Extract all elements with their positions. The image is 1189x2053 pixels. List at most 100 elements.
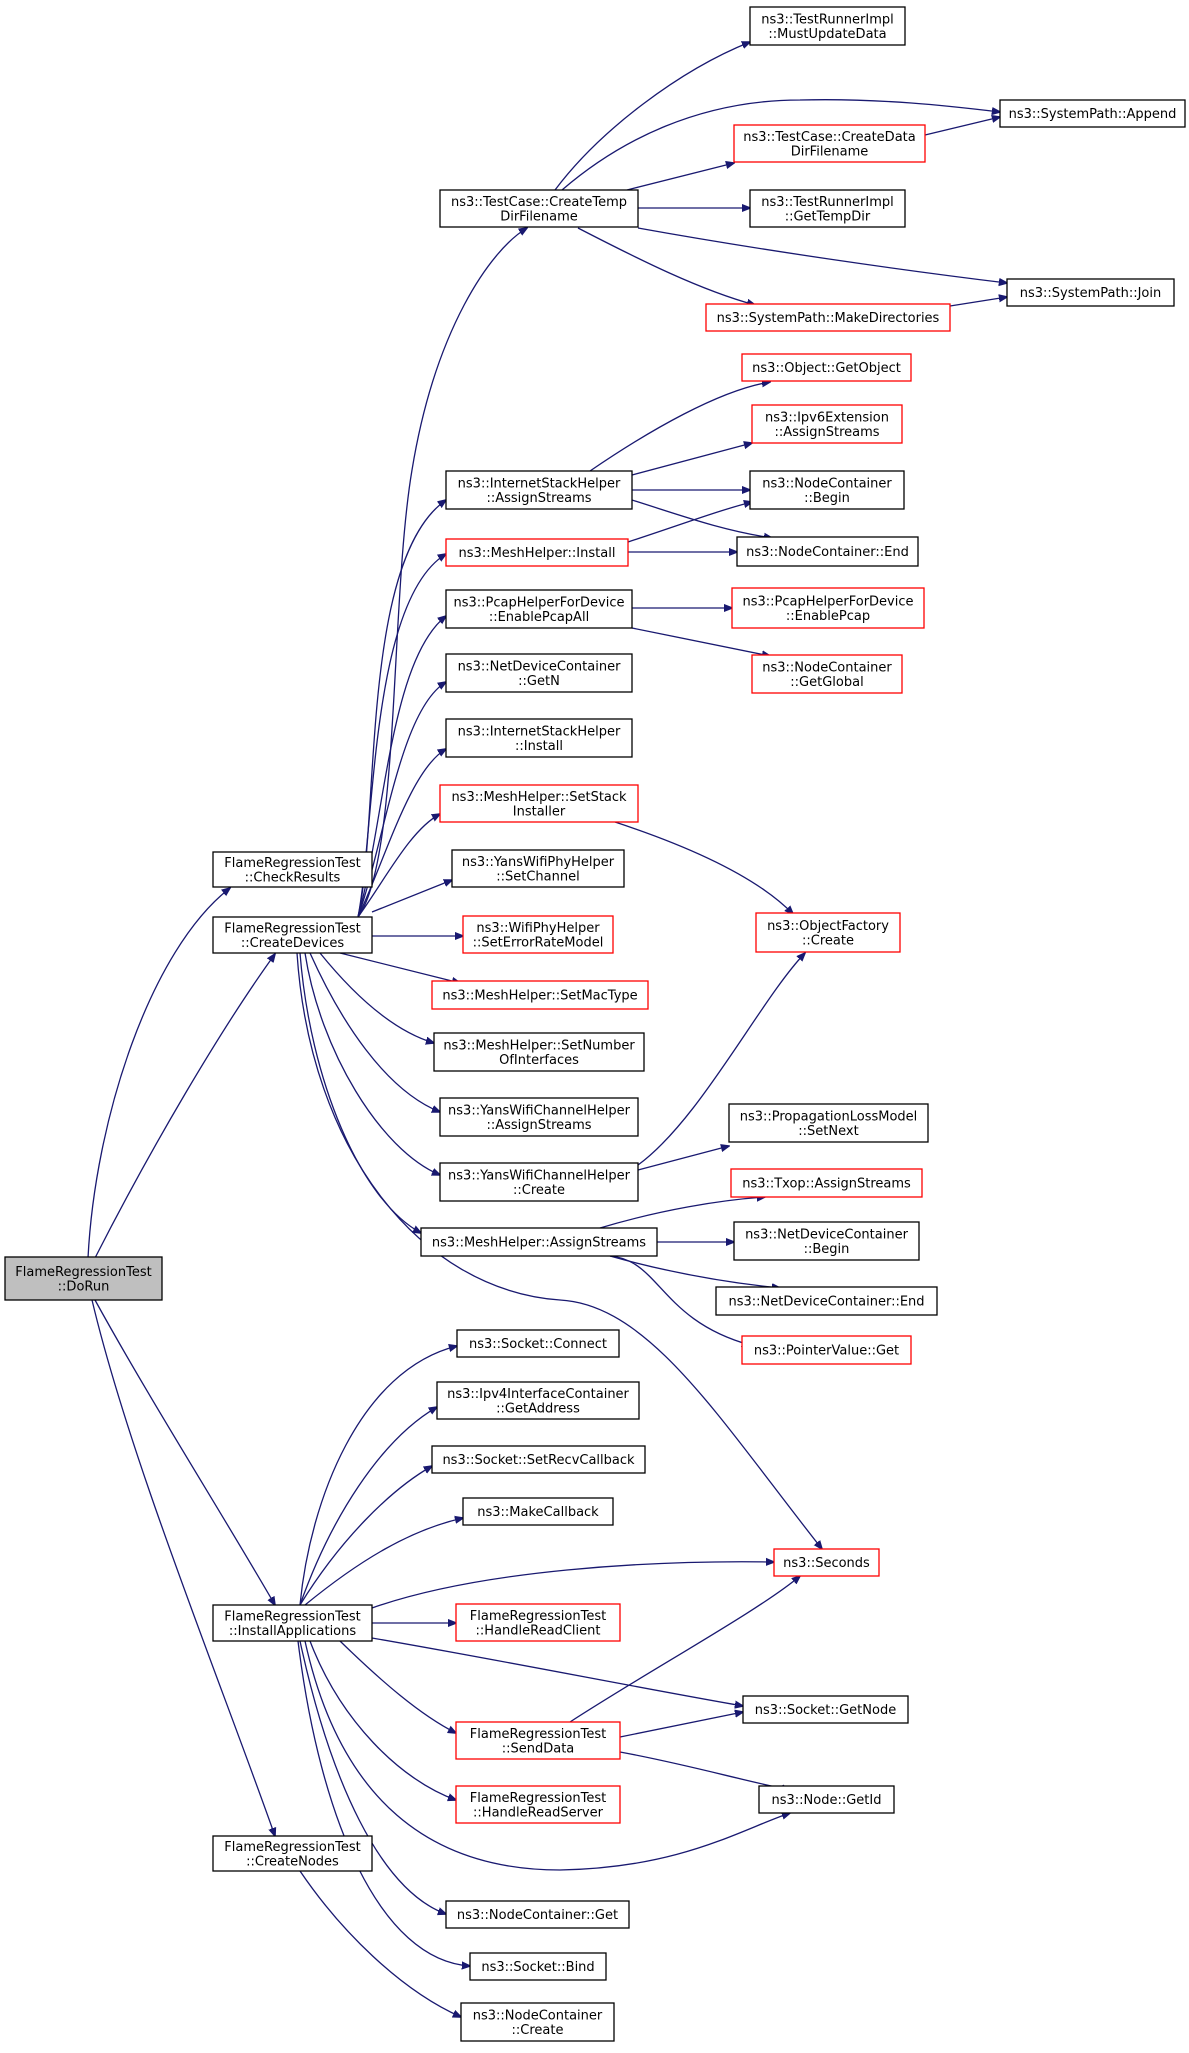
node-label-line: ns3::Txop::AssignStreams [742, 1177, 911, 1192]
node-node-get-id[interactable]: ns3::Node::GetId [758, 1785, 895, 1814]
node-enable-pcap-all[interactable]: ns3::PcapHelperForDevice::EnablePcapAll [445, 589, 633, 629]
edge-mesh-assign-to-pointer-value-get [609, 1255, 750, 1345]
node-pointer-value-get[interactable]: ns3::PointerValue::Get [741, 1335, 912, 1365]
node-nc-get[interactable]: ns3::NodeContainer::Get [445, 1900, 630, 1929]
edge-create-temp-dir-filename-to-system-path-append [561, 99, 1000, 191]
node-nc-begin[interactable]: ns3::NodeContainer::Begin [749, 470, 905, 510]
node-mesh-install[interactable]: ns3::MeshHelper::Install [445, 538, 629, 567]
node-label-line: ns3::Ipv4InterfaceContainer [447, 1387, 629, 1402]
edge-create-devices-to-internet-install [357, 749, 446, 918]
node-propagation-set-next[interactable]: ns3::PropagationLossModel::SetNext [728, 1103, 929, 1143]
edge-install-applications-to-ipv4-get-address [299, 1407, 437, 1606]
node-internet-install[interactable]: ns3::InternetStackHelper::Install [445, 718, 633, 758]
node-box [460, 2002, 615, 2042]
node-socket-bind[interactable]: ns3::Socket::Bind [469, 1952, 607, 1981]
node-socket-connect[interactable]: ns3::Socket::Connect [456, 1329, 620, 1358]
node-enable-pcap[interactable]: ns3::PcapHelperForDevice::EnablePcap [731, 587, 925, 629]
node-label-line: ::CreateNodes [246, 1854, 339, 1869]
node-internet-assign[interactable]: ns3::InternetStackHelper::AssignStreams [445, 470, 633, 510]
node-box [455, 1785, 621, 1824]
node-ndc-end[interactable]: ns3::NetDeviceContainer::End [715, 1286, 938, 1316]
node-make-directories[interactable]: ns3::SystemPath::MakeDirectories [705, 303, 951, 332]
node-ndc-begin[interactable]: ns3::NetDeviceContainer::Begin [733, 1221, 920, 1261]
nodes-layer: FlameRegressionTest::DoRunFlameRegressio… [4, 6, 1186, 2042]
node-box [715, 1286, 938, 1316]
node-nc-get-global[interactable]: ns3::NodeContainer::GetGlobal [751, 654, 903, 694]
edge-create-devices-to-set-number-of-interfaces [319, 952, 434, 1043]
edge-create-data-dir-filename-to-system-path-append [924, 117, 1000, 136]
node-set-recv-callback[interactable]: ns3::Socket::SetRecvCallback [431, 1445, 646, 1474]
edge-install-applications-to-node-get-id [304, 1640, 790, 1871]
node-box [439, 1097, 639, 1137]
node-label-line: ns3::MeshHelper::SetMacType [442, 989, 637, 1004]
edge-internet-assign-to-ipv6-ext-assign [631, 443, 752, 476]
node-send-data[interactable]: FlameRegressionTest::SendData [455, 1721, 621, 1760]
node-get-temp-dir[interactable]: ns3::TestRunnerImpl::GetTempDir [749, 189, 906, 228]
node-box [431, 980, 649, 1010]
node-box [742, 1695, 909, 1724]
node-box [733, 1221, 920, 1261]
node-socket-get-node[interactable]: ns3::Socket::GetNode [742, 1695, 909, 1724]
node-check-results[interactable]: FlameRegressionTest::CheckResults [212, 851, 373, 888]
node-label-line: ns3::NetDeviceContainer::End [728, 1295, 924, 1310]
node-label-line: ::CreateDevices [241, 936, 344, 951]
node-object-factory-create[interactable]: ns3::ObjectFactory::Create [755, 912, 901, 953]
node-set-channel[interactable]: ns3::YansWifiPhyHelper::SetChannel [451, 849, 625, 888]
node-nc-end[interactable]: ns3::NodeContainer::End [736, 536, 919, 567]
edge-create-nodes-to-nc-create [299, 1870, 461, 2017]
node-label-line: ns3::YansWifiPhyHelper [462, 855, 615, 870]
node-seconds[interactable]: ns3::Seconds [773, 1548, 880, 1577]
node-yans-channel-create[interactable]: ns3::YansWifiChannelHelper::Create [439, 1162, 639, 1202]
node-mesh-assign[interactable]: ns3::MeshHelper::AssignStreams [420, 1227, 658, 1257]
node-label-line: ::Create [802, 933, 854, 948]
node-install-applications[interactable]: FlameRegressionTest::InstallApplications [212, 1604, 373, 1642]
node-box [436, 1381, 640, 1420]
node-txop-assign[interactable]: ns3::Txop::AssignStreams [730, 1168, 923, 1198]
node-nc-create[interactable]: ns3::NodeContainer::Create [460, 2002, 615, 2042]
node-box [455, 1603, 621, 1642]
node-box [212, 1835, 373, 1872]
node-make-callback[interactable]: ns3::MakeCallback [462, 1497, 614, 1526]
node-system-path-append[interactable]: ns3::SystemPath::Append [999, 99, 1186, 128]
node-ipv4-get-address[interactable]: ns3::Ipv4InterfaceContainer::GetAddress [436, 1381, 640, 1420]
edge-set-stack-installer-to-object-factory-create [614, 821, 793, 914]
node-box [462, 1497, 614, 1526]
edge-mesh-install-to-nc-begin [627, 502, 752, 543]
node-must-update-data[interactable]: ns3::TestRunnerImpl::MustUpdateData [749, 6, 906, 46]
edge-create-temp-dir-filename-to-must-update-data [554, 42, 750, 191]
node-box [773, 1548, 880, 1577]
node-handle-read-client[interactable]: FlameRegressionTest::HandleReadClient [455, 1603, 621, 1642]
node-create-devices[interactable]: FlameRegressionTest::CreateDevices [212, 916, 373, 954]
node-system-path-join[interactable]: ns3::SystemPath::Join [1006, 278, 1175, 307]
node-yans-channel-assign[interactable]: ns3::YansWifiChannelHelper::AssignStream… [439, 1097, 639, 1137]
node-label-line: ns3::Object::GetObject [752, 361, 901, 376]
node-box [749, 470, 905, 510]
node-label-line: ns3::YansWifiChannelHelper [448, 1103, 631, 1118]
node-label-line: DirFilename [500, 209, 578, 224]
edge-send-data-to-node-get-id [619, 1751, 790, 1790]
node-ndc-get-n[interactable]: ns3::NetDeviceContainer::GetN [445, 653, 633, 693]
node-create-nodes[interactable]: FlameRegressionTest::CreateNodes [212, 1835, 373, 1872]
node-label-line: ::EnablePcapAll [489, 610, 589, 625]
node-box [433, 1032, 645, 1072]
node-box [212, 851, 373, 888]
node-label-line: ::Begin [804, 491, 850, 506]
node-box [999, 99, 1186, 128]
node-label-line: ns3::MeshHelper::AssignStreams [432, 1236, 646, 1251]
node-set-error-rate-model[interactable]: ns3::WifiPhyHelper::SetErrorRateModel [462, 915, 614, 954]
node-ipv6-ext-assign[interactable]: ns3::Ipv6Extension::AssignStreams [751, 404, 903, 444]
node-handle-read-server[interactable]: FlameRegressionTest::HandleReadServer [455, 1785, 621, 1824]
node-set-mac-type[interactable]: ns3::MeshHelper::SetMacType [431, 980, 649, 1010]
node-label-line: ns3::TestRunnerImpl [761, 195, 894, 210]
node-get-object[interactable]: ns3::Object::GetObject [741, 353, 912, 382]
node-do-run[interactable]: FlameRegressionTest::DoRun [4, 1256, 163, 1301]
node-box [733, 124, 926, 163]
node-label-line: ns3::NodeContainer [762, 476, 892, 491]
node-box [212, 1604, 373, 1642]
node-label-line: ns3::MeshHelper::Install [459, 546, 616, 561]
